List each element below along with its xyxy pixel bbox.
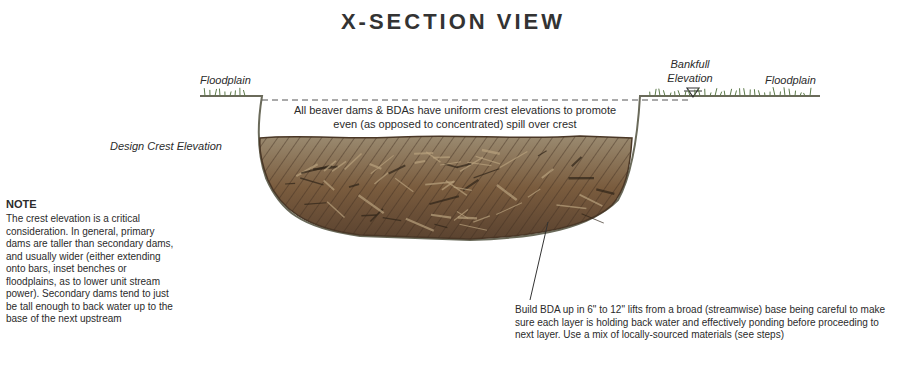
bankfull-symbol	[687, 88, 699, 97]
beaver-dam-analog	[260, 136, 632, 239]
crest-line	[262, 100, 690, 101]
view-title: X-SECTION VIEW	[0, 8, 906, 36]
note-heading: NOTE	[6, 198, 66, 212]
note-text: The crest elevation is a critical consid…	[6, 213, 174, 326]
design-crest-label: Design Crest Elevation	[110, 140, 250, 154]
bankfull-label: Bankfull Elevation	[660, 58, 720, 86]
floodplain-label: Floodplain	[765, 74, 855, 88]
leader-line	[530, 222, 548, 300]
floodplain-label: Floodplain	[200, 74, 290, 88]
construction-callout: Build BDA up in 6" to 12" lifts from a b…	[515, 304, 895, 342]
dam-texture	[260, 136, 632, 239]
grass	[204, 87, 811, 96]
dam-sticks	[285, 150, 614, 231]
crest-note: All beaver dams & BDAs have uniform cres…	[290, 104, 620, 132]
ground-profile	[200, 96, 820, 240]
